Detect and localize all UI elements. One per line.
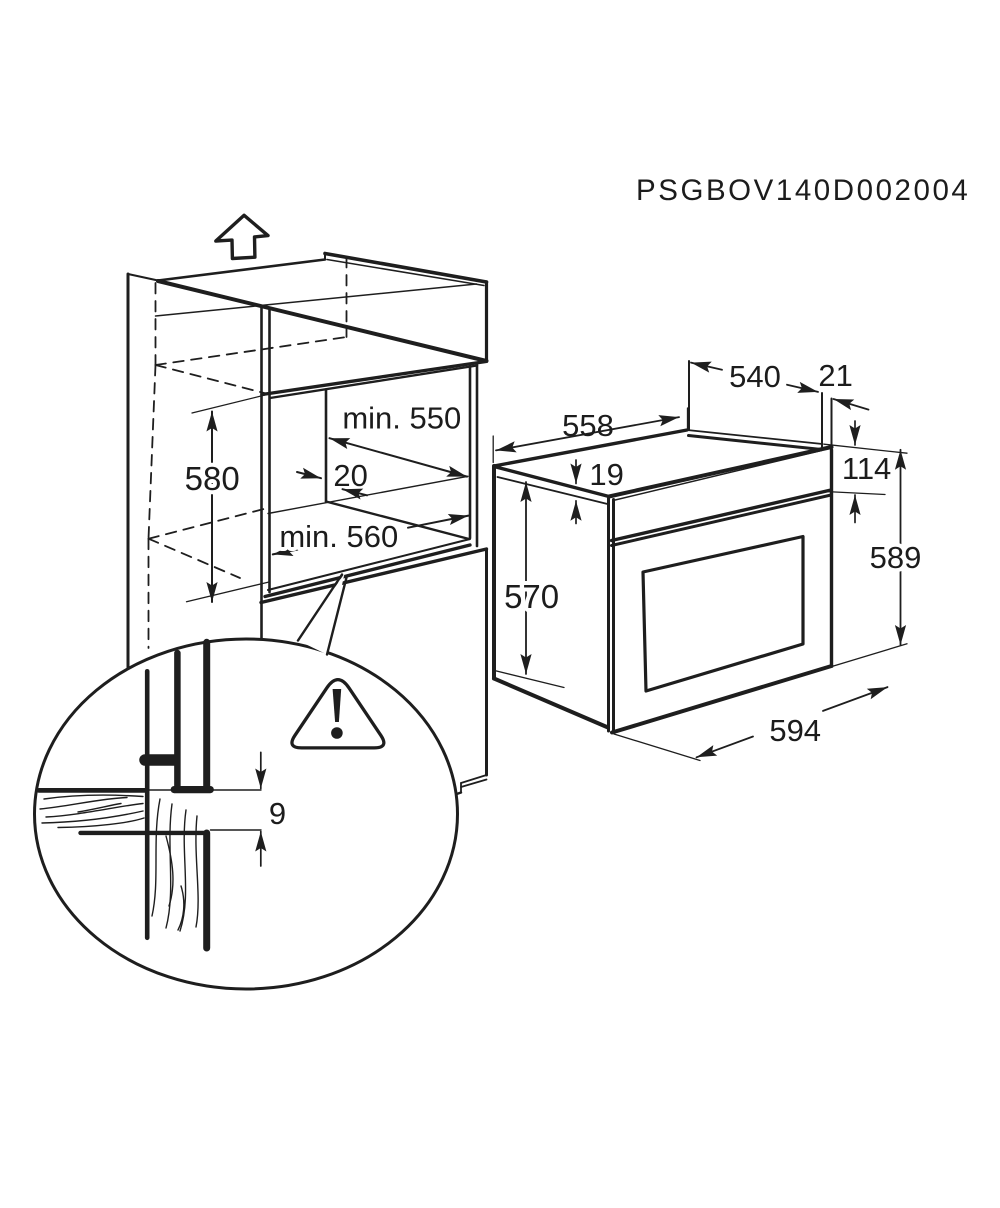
cabinet-dimensions: 580 min. 550 20 min. 560: [181, 393, 470, 603]
up-arrow-icon: [214, 213, 270, 261]
dim-oven-width: 594: [769, 713, 821, 748]
detail-callout: 9: [33, 573, 459, 991]
dim-oven-total-height: 589: [870, 540, 922, 575]
dim-niche-height: 580: [185, 460, 240, 497]
dim-shelf-gap: 9: [269, 796, 286, 831]
oven-drawing: [492, 360, 834, 735]
dim-oven-rear-offset: 21: [818, 358, 852, 393]
doc-code: PSGBOV140D002004: [636, 174, 970, 207]
dim-oven-top-recess: 19: [589, 457, 623, 492]
oven-dimensions: 558 540 21 19 114 589 570 594: [492, 354, 925, 762]
detail-section: 9: [36, 638, 290, 952]
dim-oven-front-height: 570: [504, 578, 559, 615]
dim-oven-panel-height: 114: [842, 451, 891, 486]
warning-icon: [290, 677, 386, 750]
exclamation-dot: [331, 727, 343, 739]
exclamation-bar: [332, 689, 342, 722]
dim-niche-width: min. 560: [279, 519, 398, 554]
dim-rear-gap: 20: [333, 458, 367, 493]
cabinet-drawing: [126, 251, 489, 799]
dim-niche-depth: min. 550: [342, 401, 461, 436]
dim-oven-depth-body: 540: [729, 359, 781, 394]
